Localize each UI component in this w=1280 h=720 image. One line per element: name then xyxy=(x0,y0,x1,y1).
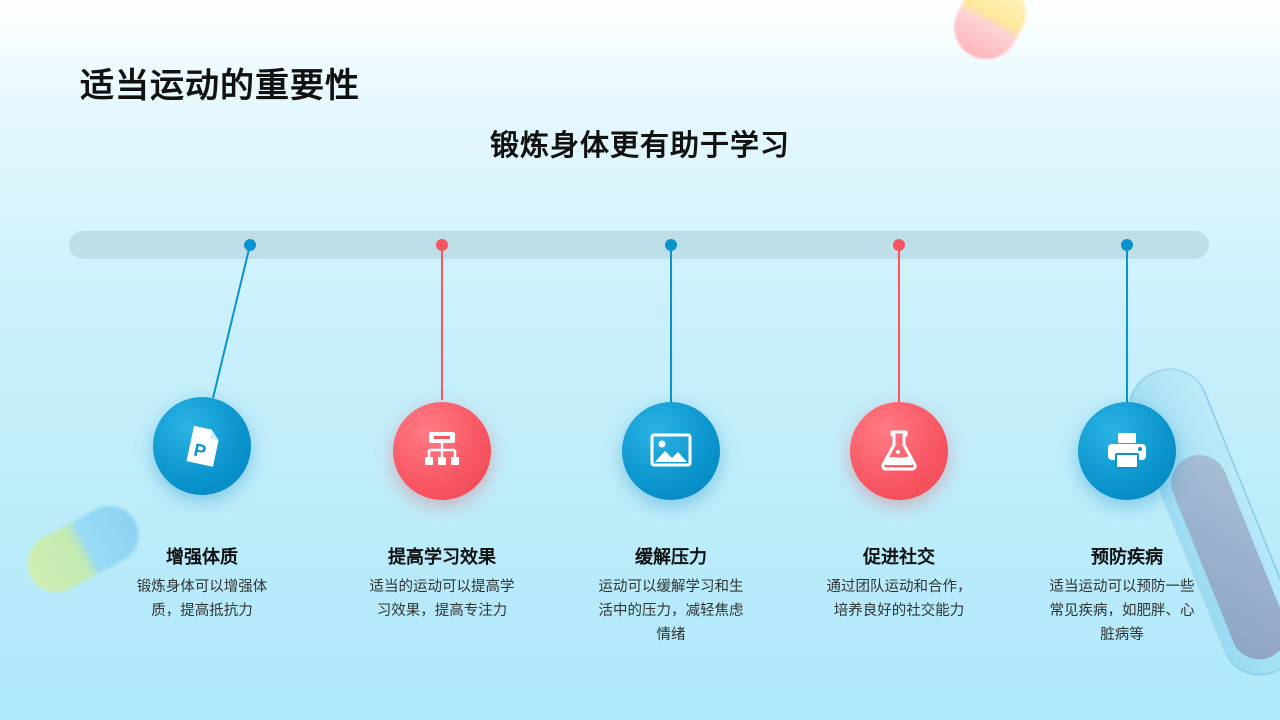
document-p-icon: P xyxy=(186,425,219,467)
page-title: 适当运动的重要性 xyxy=(80,66,360,106)
item-1-badge: P xyxy=(153,397,251,495)
item-2-desc: 适当的运动可以提高学习效果，提高专注力 xyxy=(369,579,515,619)
item-5-title: 预防疾病 xyxy=(1091,547,1163,568)
image-icon xyxy=(650,433,692,467)
item-4-badge xyxy=(850,402,948,500)
connector-dot-5 xyxy=(1121,239,1133,251)
svg-text:P: P xyxy=(192,440,208,462)
item-2-badge xyxy=(393,402,491,500)
connector-line-1 xyxy=(212,244,251,399)
connector-dot-1 xyxy=(244,239,256,251)
connector-dot-3 xyxy=(665,239,677,251)
flask-icon xyxy=(881,430,917,471)
item-4-title: 促进社交 xyxy=(863,547,935,568)
item-1-title: 增强体质 xyxy=(166,547,238,568)
item-3-desc: 运动可以缓解学习和生活中的压力，减轻焦虑情绪 xyxy=(598,579,744,643)
item-2-title: 提高学习效果 xyxy=(388,547,496,568)
item-5-badge xyxy=(1078,402,1176,500)
subtitle: 锻炼身体更有助于学习 xyxy=(489,128,790,162)
item-1-desc: 锻炼身体可以增强体质，提高抵抗力 xyxy=(136,579,268,619)
org-chart-icon xyxy=(425,432,459,465)
item-3-badge xyxy=(622,402,720,500)
connector-dot-4 xyxy=(893,239,905,251)
connector-dot-2 xyxy=(436,239,448,251)
timeline-bar xyxy=(69,231,1209,259)
item-5-desc: 适当运动可以预防一些常见疾病，如肥胖、心脏病等 xyxy=(1049,579,1195,643)
item-3-title: 缓解压力 xyxy=(635,547,707,568)
printer-icon xyxy=(1108,433,1146,469)
item-4-desc: 通过团队运动和合作，培养良好的社交能力 xyxy=(826,579,972,619)
